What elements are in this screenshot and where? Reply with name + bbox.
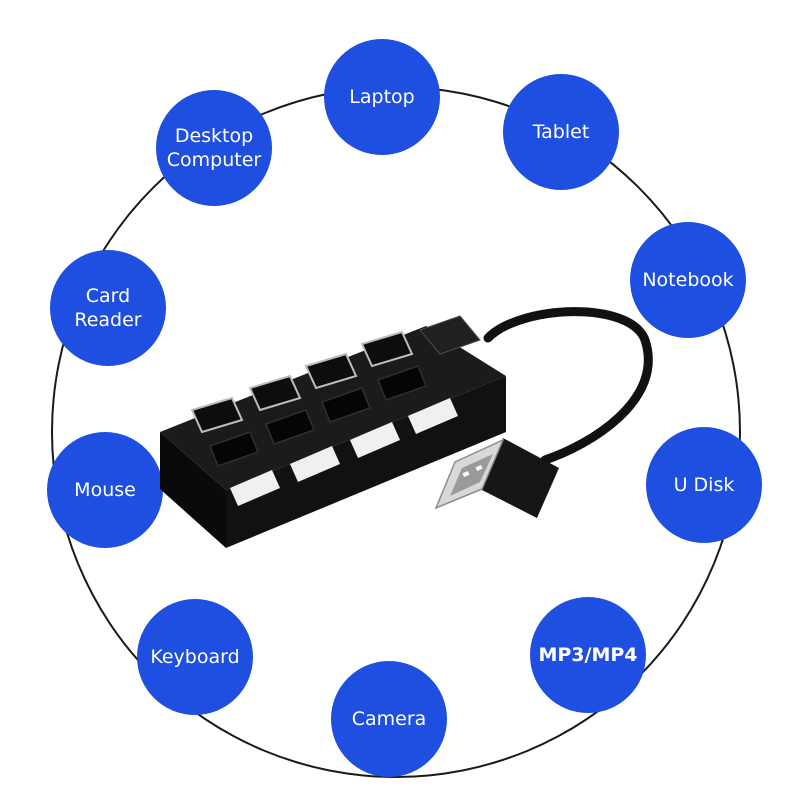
device-label: Camera [351,708,427,730]
device-label: Desktop Computer [166,125,262,171]
led-indicators [230,398,458,506]
device-camera: Camera [331,661,447,777]
device-label: U Disk [673,474,735,496]
device-notebook: Notebook [630,222,746,338]
hub-label-area [419,315,481,355]
device-mp3-mp4: MP3/MP4 [530,597,646,713]
device-card-reader: Card Reader [50,250,166,366]
device-label: Mouse [74,479,136,501]
device-mouse: Mouse [47,432,163,548]
usb-ports [190,330,414,434]
device-label: Card Reader [74,285,142,331]
device-u-disk: U Disk [646,427,762,543]
device-label: Tablet [532,121,590,143]
device-laptop: Laptop [324,39,440,155]
device-tablet: Tablet [503,74,619,190]
device-label: Keyboard [150,646,240,668]
device-label: Notebook [642,269,734,291]
port-switches [209,365,427,467]
usb-plug [434,438,559,518]
device-keyboard: Keyboard [137,599,253,715]
usb-cable [483,307,653,465]
device-label: Laptop [349,86,415,108]
device-desktop-computer: Desktop Computer [156,90,272,206]
hub-front-face [160,432,226,548]
device-label: MP3/MP4 [538,644,638,666]
